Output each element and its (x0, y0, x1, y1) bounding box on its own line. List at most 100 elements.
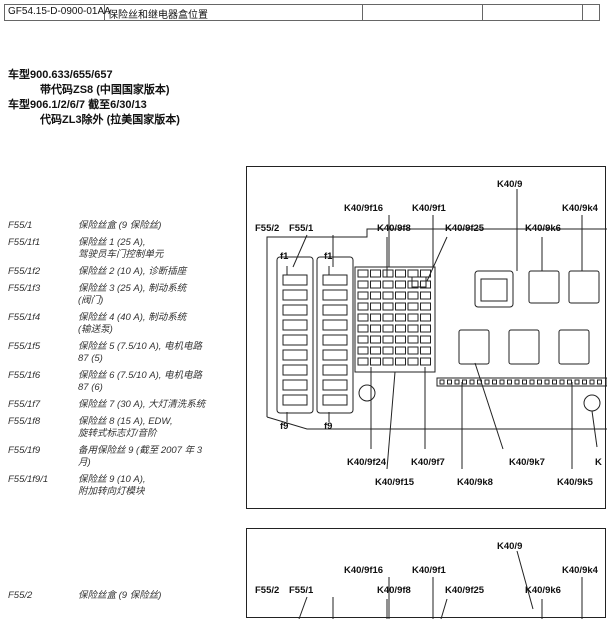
matrix-cell (370, 269, 381, 278)
busbar-terminal (469, 379, 475, 385)
label-k40-9: K40/9 (497, 179, 523, 190)
matrix-cell (407, 313, 419, 322)
legend-code: F55/1f7 (8, 399, 41, 410)
legend-description: 保险丝 7 (30 A), 大灯清洗系统 (78, 399, 206, 410)
matrix-cell (357, 346, 369, 355)
matrix-cell (395, 335, 406, 344)
legend-description: 保险丝 6 (7.5/10 A), 电机电路 87 (6) (78, 370, 203, 393)
header-cell-empty (583, 5, 599, 20)
matrix-cell (407, 357, 419, 366)
matrix-cell (395, 324, 406, 333)
model-line: 车型900.633/655/657 (8, 69, 113, 81)
fuse-slot (322, 274, 348, 286)
fuse-slot (282, 334, 308, 346)
busbar-terminal (499, 379, 505, 385)
legend-code: F55/1f8 (8, 416, 41, 427)
busbar-terminal (507, 379, 512, 385)
label-f1-right: f1 (324, 251, 333, 262)
fuse-box-diagram: K40/9 K40/9f16 K40/9f1 K40/9k4 F55/2 F55… (246, 166, 607, 509)
matrix-cell (357, 324, 369, 333)
busbar-terminal (597, 379, 602, 385)
matrix-cell (407, 291, 419, 300)
fuse-slot (282, 364, 308, 376)
label-k40-9f16: K40/9f16 (344, 203, 384, 214)
matrix-cell (382, 313, 394, 322)
legend-code: F55/1f9/1 (8, 474, 49, 485)
matrix-cell (370, 324, 381, 333)
label-k40-9k6: K40/9k6 (525, 585, 561, 596)
matrix-cell (382, 269, 394, 278)
legend-description: 保险丝 9 (10 A), 附加转向灯模块 (78, 474, 146, 497)
label-k40-9k6: K40/9k6 (525, 223, 561, 234)
legend-description: 保险丝 1 (25 A), 驾驶员车门控制单元 (78, 237, 164, 260)
label-f9-left: f9 (280, 421, 289, 432)
label-k40-9f24: K40/9f24 (347, 457, 387, 468)
fuse-slot (322, 379, 348, 391)
legend-code: F55/1f4 (8, 312, 41, 323)
matrix-cell (420, 357, 431, 366)
busbar-terminal (529, 379, 535, 385)
matrix-cell (357, 280, 369, 289)
fuse-box-drawing (266, 189, 607, 470)
doc-code: GF54.15-D-0900-01AA (5, 5, 111, 20)
fuse-slot (322, 349, 348, 361)
busbar-terminal (552, 379, 557, 385)
busbar-terminal (582, 379, 587, 385)
fuse-slot (322, 289, 348, 301)
busbar-terminal (537, 379, 542, 385)
fuse-slot (322, 319, 348, 331)
busbar-terminal (439, 379, 445, 385)
legend-description: 备用保险丝 9 (截至 2007 年 3 月) (78, 445, 203, 468)
model-line: 车型906.1/2/6/7 截至6/30/13 (8, 99, 147, 111)
busbar-terminal (462, 379, 467, 385)
matrix-cell (420, 324, 431, 333)
fuse-slot (322, 334, 348, 346)
matrix-cell (370, 302, 381, 311)
matrix-cell (357, 291, 369, 300)
matrix-cell (357, 335, 369, 344)
fuse-box-drawing-2 (298, 550, 583, 619)
matrix-cell (395, 291, 406, 300)
label-k40-9k8: K40/9k8 (457, 477, 493, 488)
busbar-terminal (447, 379, 452, 385)
legend-code: F55/2 (8, 590, 33, 601)
legend-description: 保险丝 2 (10 A), 诊断插座 (78, 266, 187, 277)
legend-code: F55/1f2 (8, 266, 41, 277)
busbar-terminal (544, 379, 550, 385)
label-k40-9k4: K40/9k4 (562, 203, 598, 214)
matrix-cell (382, 346, 394, 355)
label-k40-9f1: K40/9f1 (412, 565, 446, 576)
matrix-cell (395, 357, 406, 366)
matrix-cell (395, 313, 406, 322)
label-k40-9k4: K40/9k4 (562, 565, 598, 576)
doc-title: 保险丝和继电器盒位置 (105, 5, 363, 21)
label-f55-1: F55/1 (289, 585, 314, 596)
legend-row: F55/1f2 保险丝 2 (10 A), 诊断插座 (8, 266, 240, 278)
matrix-cell (395, 280, 406, 289)
matrix-cell (407, 324, 419, 333)
matrix-cell (395, 302, 406, 311)
matrix-cell (382, 291, 394, 300)
matrix-cell (370, 313, 381, 322)
matrix-cell (407, 269, 419, 278)
fuse-box-diagram-2: K40/9 K40/9f16 K40/9f1 K40/9k4 F55/2 F55… (246, 528, 606, 619)
legend-row: F55/1f7 保险丝 7 (30 A), 大灯清洗系统 (8, 399, 240, 411)
label-k40-9f15: K40/9f15 (375, 477, 415, 488)
legend-code: F55/1f5 (8, 341, 41, 352)
label-k40-9f16: K40/9f16 (344, 565, 384, 576)
matrix-cell (407, 280, 419, 289)
matrix-cell (420, 313, 431, 322)
label-f9-right: f9 (324, 421, 333, 432)
label-k40-9k5: K40/9k5 (557, 477, 593, 488)
fuse-slot (282, 379, 308, 391)
matrix-cell (420, 302, 431, 311)
matrix-cell (420, 291, 431, 300)
fuse-slot (282, 304, 308, 316)
